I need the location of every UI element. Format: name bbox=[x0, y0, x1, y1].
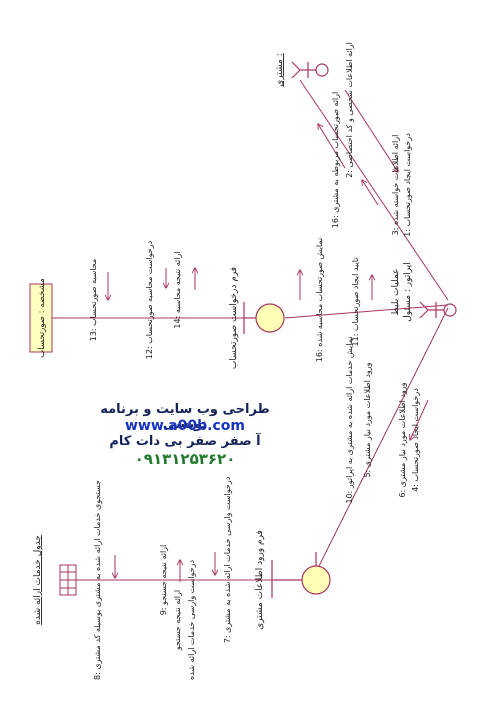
customer-actor-icon bbox=[291, 61, 329, 79]
services-table-label: جدول خدمات ارائه شده bbox=[33, 535, 43, 625]
watermark-line-3: آ صفر صفر بی دات کام bbox=[109, 434, 261, 449]
info-form-boundary-icon bbox=[271, 552, 331, 598]
watermark-line-4: ۰۹۱۳۱۲۵۳۶۲۰ bbox=[134, 450, 236, 468]
msg-9: 9: ارائه نتیجه جستجو bbox=[159, 545, 168, 616]
msg-3: 3: ارائه اطلاعات خواسته شده bbox=[391, 135, 400, 236]
arrow-m4 bbox=[410, 399, 429, 440]
link-operator-request-form bbox=[284, 304, 449, 319]
services-table-icon bbox=[59, 564, 77, 596]
msg-7: 7: درخواست وارسی خدمات ارائه شده به مشتر… bbox=[223, 476, 232, 643]
msg-14: 14: ارائه نتیجه محاسبه bbox=[173, 251, 182, 328]
bill-entity-label: مشخصه : صورتحساب bbox=[37, 278, 47, 358]
watermark-line-1: طراحی وب سایت و برنامه نویسی bbox=[100, 402, 270, 432]
msg-4: 4: درخواست ایجاد صورتحساب bbox=[411, 388, 420, 492]
msg-6: 6: ورود اطلاعات مورد نیاز مشتری bbox=[398, 382, 407, 497]
link-operator-info-form bbox=[317, 307, 449, 569]
msg-8: 8: جستجوی خدمات ارائه شده به مشتری بوسیل… bbox=[93, 480, 102, 680]
msg-11: 11: تایید ایجاد صورتحساب bbox=[351, 258, 360, 347]
msg-d2: درخواست وارسی خدمات ارائه شده bbox=[187, 560, 196, 681]
msg-1: 1: درخواست ایجاد صورتحساب bbox=[403, 133, 412, 237]
msg-10: 10: نمایش خدمات ارائه شده به مشتری به اپ… bbox=[345, 336, 354, 503]
customer-label: مشتری : bbox=[275, 53, 285, 86]
operator-actor-icon bbox=[419, 301, 457, 319]
links bbox=[52, 79, 449, 581]
operator-name-label: عملیات بلیط bbox=[391, 268, 401, 315]
msg-12: 12: درخواست محاسبه صورتحساب bbox=[145, 240, 154, 359]
msg-5: 5: ورود اطلاعات مورد نیاز مشتری bbox=[363, 362, 372, 477]
msg-16b: 16: نمایش صورتحساب محاسبه شده bbox=[315, 238, 324, 362]
msg-2: 2: ارائه اطلاعات شخصی و کد اختصاصی bbox=[345, 42, 354, 178]
bill-entity-box bbox=[29, 283, 53, 353]
arrow-m1 bbox=[344, 89, 398, 172]
watermark-line-2: www.a00b.com bbox=[125, 418, 245, 434]
msg-13: 13: محاسبه صورتحساب bbox=[89, 259, 98, 342]
msg-d1: ارائه نتیجه جستجو bbox=[173, 590, 182, 651]
request-form-boundary-icon bbox=[243, 302, 285, 334]
request-form-label: فرم درخواست صورتحساب bbox=[229, 267, 239, 369]
message-labels: 1: درخواست ایجاد صورتحساب 3: ارائه اطلاع… bbox=[89, 42, 420, 680]
link-customer-operator bbox=[299, 79, 449, 301]
info-form-label: فرم ورود اطلاعات مشتری bbox=[255, 530, 265, 630]
arrow-m3 bbox=[362, 180, 379, 206]
operator-role-label: اپراتور : مسئول bbox=[403, 262, 413, 321]
arrow-m2 bbox=[318, 124, 346, 169]
msg-16a: 16: ارائه صورتحساب مربوطه به مشتری bbox=[331, 92, 340, 228]
message-arrows bbox=[108, 89, 429, 582]
